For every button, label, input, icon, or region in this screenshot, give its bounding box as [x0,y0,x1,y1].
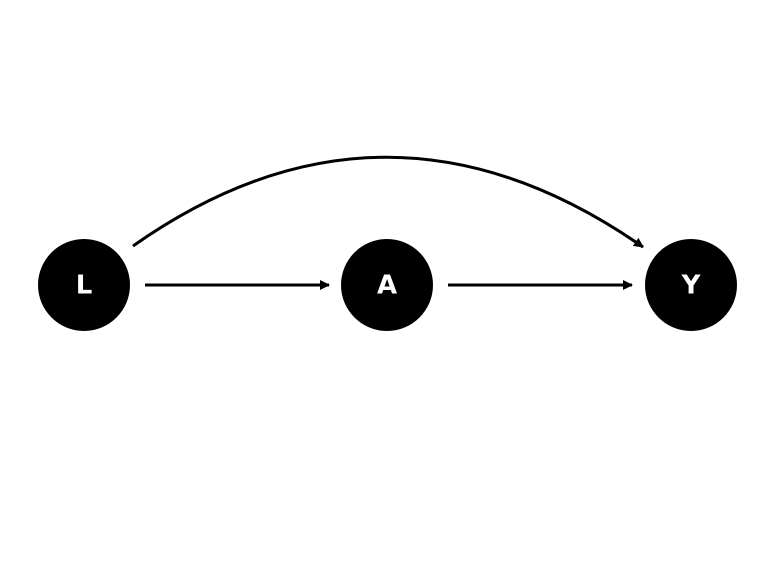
node-l-circle [38,239,130,331]
node-y: Y [645,239,737,331]
node-y-label: Y [681,271,702,301]
node-a-label: A [377,271,397,301]
node-l-label: L [76,271,93,301]
node-y-circle [645,239,737,331]
node-a-circle [341,239,433,331]
node-a: A [341,239,433,331]
node-l: L [38,239,130,331]
edge-l-to-y-curved [132,155,644,249]
